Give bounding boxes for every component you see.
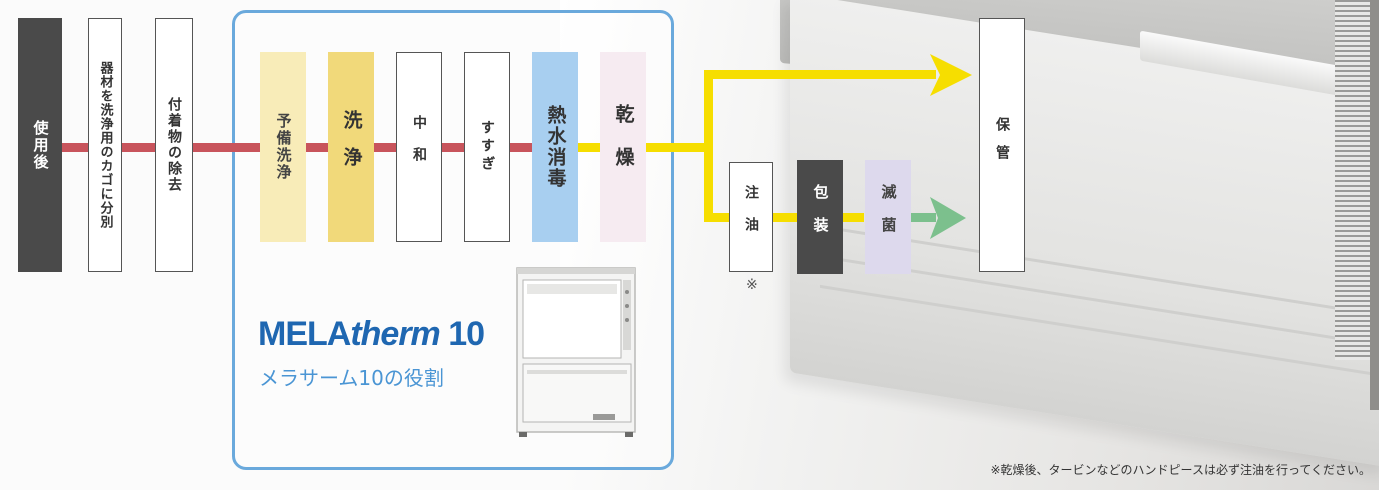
step-wash: 洗浄 (328, 52, 374, 242)
flow-line-yellow-vertical (704, 70, 713, 222)
arrow-right-icon (930, 197, 966, 239)
arrow-right-icon (930, 54, 972, 96)
step-storage: 保管 (979, 18, 1025, 272)
step-dry: 乾燥 (600, 52, 646, 242)
melatherm-subtitle: メラサーム10の役割 (259, 366, 444, 390)
step-sterilize: 滅菌 (865, 160, 911, 274)
step-rinse: すすぎ (464, 52, 510, 242)
background-cabinet-photo (560, 0, 1379, 490)
flow-line-green (908, 213, 936, 222)
step-remove-deposits: 付着物の除去 (155, 18, 193, 272)
step-sort-into-basket: 器材を洗浄用のカゴに分別 (88, 18, 122, 272)
note-mark: ※ (746, 277, 758, 293)
step-after-use: 使用後 (18, 18, 62, 272)
step-neutralize: 中和 (396, 52, 442, 242)
step-thermal-disinfection: 熱水消毒 (532, 52, 578, 242)
step-oil: 注油 (729, 162, 773, 272)
step-prewash: 予備洗浄 (260, 52, 306, 242)
flow-line-yellow-bottom (704, 213, 864, 222)
step-pack: 包装 (797, 160, 843, 274)
washer-disinfector-image (516, 267, 636, 437)
flow-line-yellow-top (704, 70, 936, 79)
melatherm-logo: MELAtherm 10 (258, 315, 485, 353)
footnote: ※乾燥後、タービンなどのハンドピースは必ず注油を行ってください。 (990, 463, 1372, 477)
